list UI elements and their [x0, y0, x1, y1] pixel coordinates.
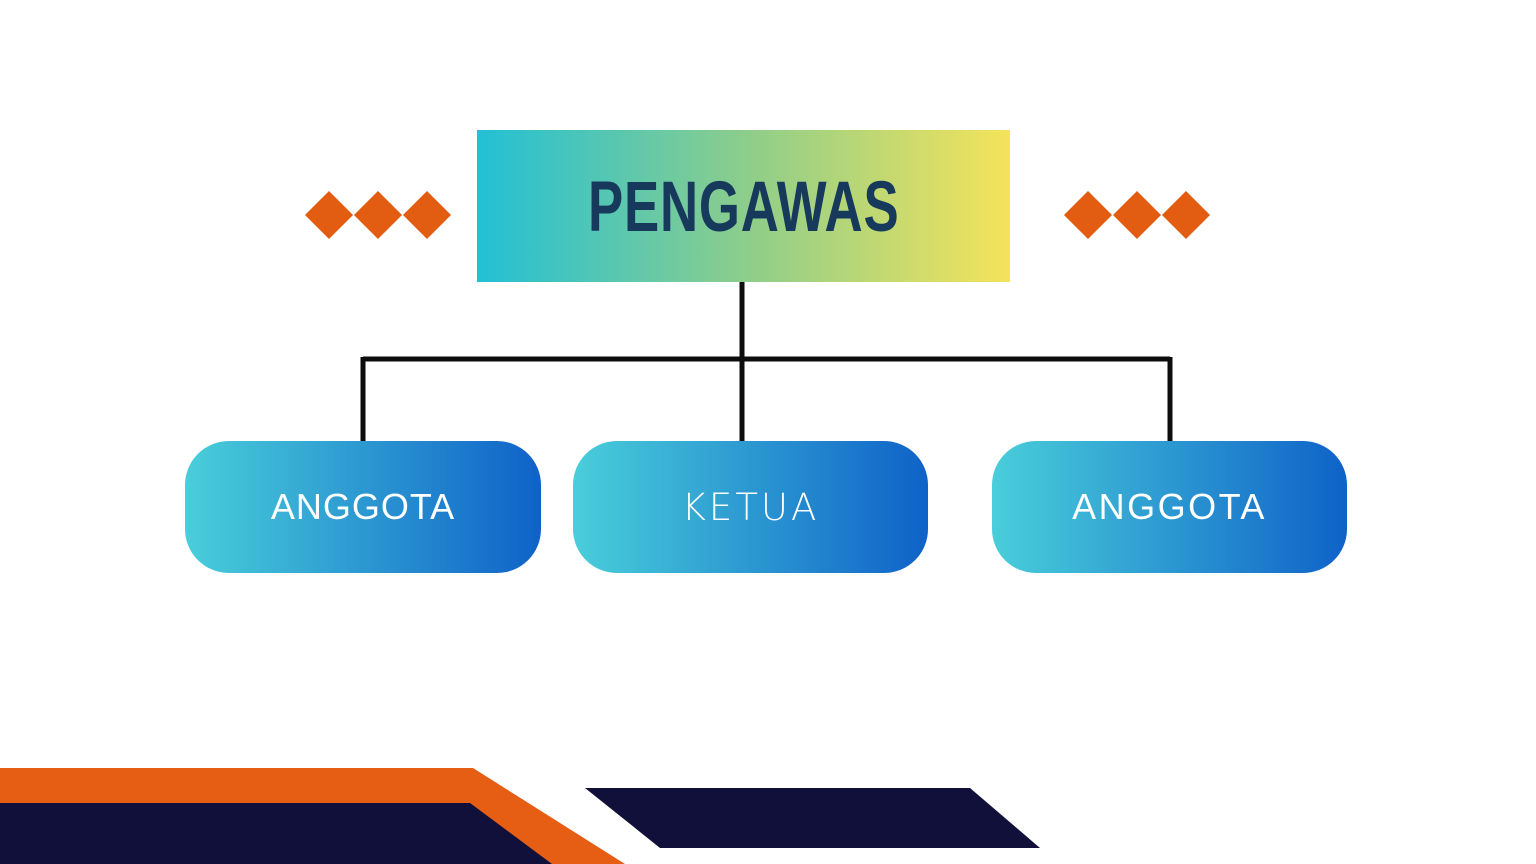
ribbon-navy-band-left	[0, 803, 552, 864]
org-node-label: ANGGOTA	[270, 486, 456, 527]
org-node-anggota-left: ANGGOTA	[185, 441, 541, 573]
org-node-ketua: KETUA	[573, 441, 928, 573]
org-node-anggota-right: ANGGOTA	[992, 441, 1347, 573]
ribbon-navy-parallelogram-right	[585, 788, 1040, 848]
org-node-label: KETUA	[681, 485, 820, 529]
org-node-root: PENGAWAS	[477, 130, 1010, 282]
org-node-root-label: PENGAWAS	[587, 166, 900, 246]
org-node-label: ANGGOTA	[1072, 486, 1267, 527]
